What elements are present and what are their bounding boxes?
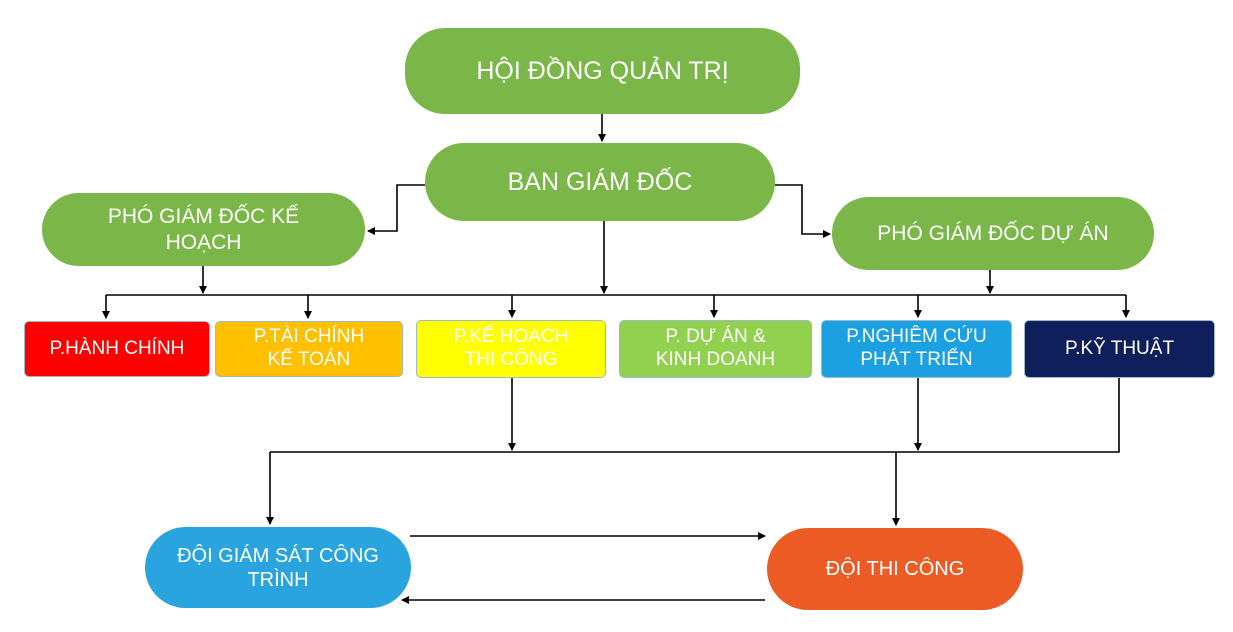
directors-to-vp-project-arrow — [775, 184, 831, 238]
dept-administration-node: P.HÀNH CHÍNH — [24, 321, 210, 377]
dept-finance-accounting-node: P.TÀI CHÍNH KẾ TOÁN — [215, 321, 403, 377]
dept-administration-label: P.HÀNH CHÍNH — [49, 337, 185, 359]
dept-construction-planning-label: P.KẾ HOẠCH THI CÔNG — [453, 326, 569, 370]
construction-team-label: ĐỘI THI CÔNG — [825, 558, 965, 580]
construction-team-node: ĐỘI THI CÔNG — [767, 528, 1023, 610]
dept-finance-accounting-label: P.TÀI CHÍNH KẾ TOÁN — [253, 326, 365, 370]
vp-project-node: PHÓ GIÁM ĐỐC DỰ ÁN — [832, 197, 1154, 270]
dept-projects-business-label: P. DỰ ÁN & KINH DOANH — [655, 326, 776, 370]
board-of-directors-label: HỘI ĐỒNG QUẢN TRỊ — [476, 57, 729, 85]
directors-to-vp-plan-arrow — [367, 184, 425, 235]
vp-planning-label: PHÓ GIÁM ĐỐC KẾ HOẠCH — [107, 205, 300, 254]
executive-board-node: BAN GIÁM ĐỐC — [425, 143, 775, 221]
vp-project-label: PHÓ GIÁM ĐỐC DỰ ÁN — [877, 221, 1109, 245]
dept-projects-business-node: P. DỰ ÁN & KINH DOANH — [619, 320, 812, 378]
vp-planning-node: PHÓ GIÁM ĐỐC KẾ HOẠCH — [42, 193, 365, 266]
board-of-directors-node: HỘI ĐỒNG QUẢN TRỊ — [405, 28, 800, 114]
dept-technical-label: P.KỸ THUẬT — [1064, 337, 1175, 359]
dept-research-development-node: P.NGHIÊM CỨU PHÁT TRIỂN — [821, 320, 1012, 378]
executive-board-label: BAN GIÁM ĐỐC — [507, 168, 693, 196]
dept-construction-planning-node: P.KẾ HOẠCH THI CÔNG — [416, 320, 606, 378]
dept-technical-node: P.KỸ THUẬT — [1024, 320, 1215, 378]
supervision-team-label: ĐỘI GIÁM SÁT CÔNG TRÌNH — [177, 544, 379, 591]
supervision-team-node: ĐỘI GIÁM SÁT CÔNG TRÌNH — [145, 527, 411, 608]
dept-research-development-label: P.NGHIÊM CỨU PHÁT TRIỂN — [846, 326, 987, 370]
d6-to-lower-bus-line — [896, 378, 1120, 453]
